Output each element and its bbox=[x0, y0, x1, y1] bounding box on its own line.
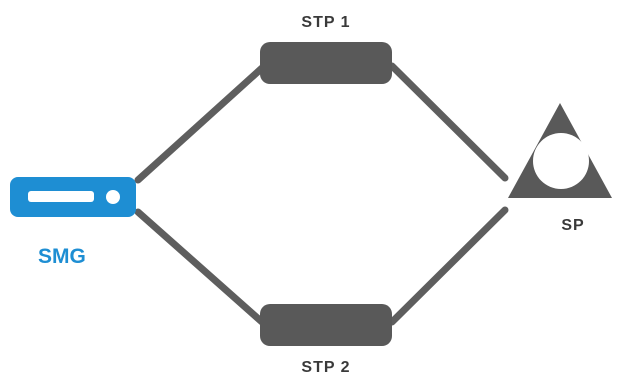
stp2-box bbox=[260, 304, 392, 346]
stp2-node: STP 2 bbox=[260, 304, 392, 376]
smg-node: SMG bbox=[10, 177, 136, 268]
smg-device-led bbox=[106, 190, 120, 204]
smg-device-slot bbox=[28, 191, 94, 202]
sp-label: SP bbox=[561, 217, 584, 234]
links bbox=[134, 62, 509, 326]
link-stp1-sp bbox=[388, 62, 509, 182]
link-smg-stp2 bbox=[134, 208, 266, 326]
stp1-node: STP 1 bbox=[260, 14, 392, 84]
sp-circle-icon bbox=[533, 133, 589, 189]
link-smg-stp1 bbox=[134, 64, 266, 184]
link-stp2-sp bbox=[388, 206, 509, 326]
stp1-box bbox=[260, 42, 392, 84]
stp2-label: STP 2 bbox=[301, 359, 350, 376]
smg-label: SMG bbox=[38, 245, 86, 268]
sp-node: SP bbox=[508, 103, 612, 234]
stp1-label: STP 1 bbox=[301, 14, 350, 31]
